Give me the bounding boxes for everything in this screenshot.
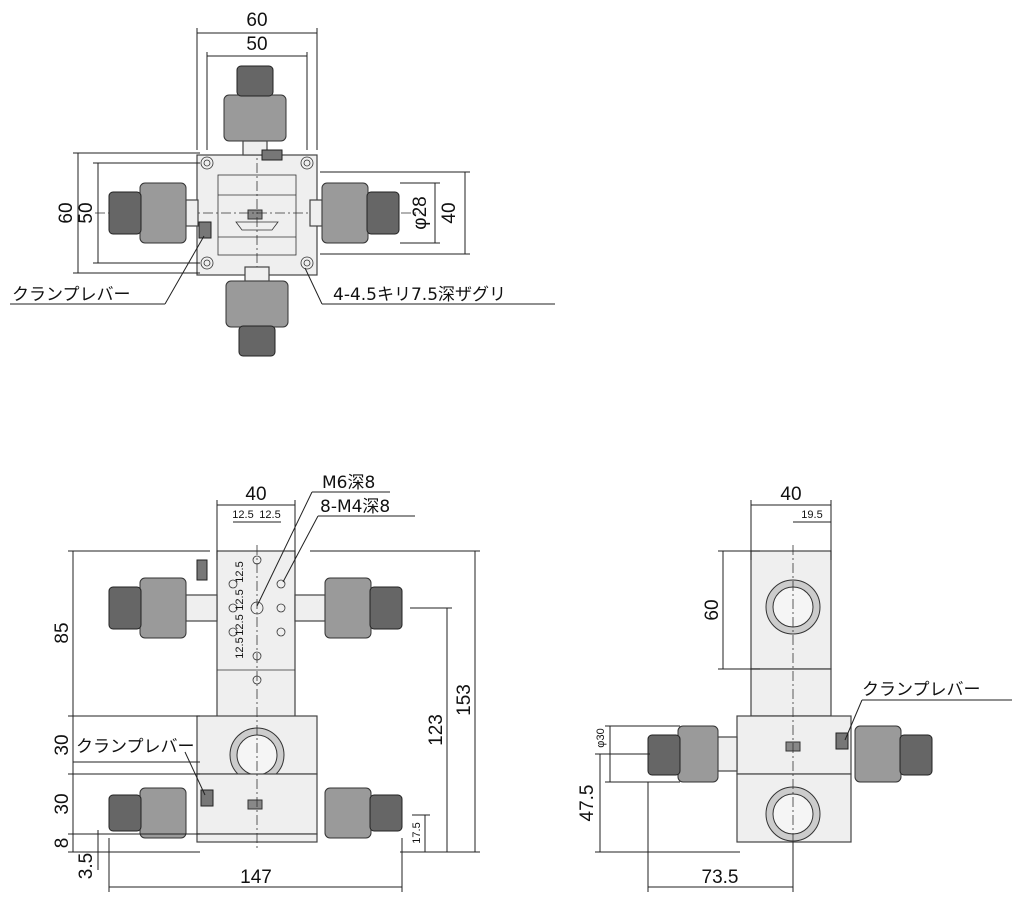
dim-front-40: 40 [245,484,266,505]
dim-8: 8 [52,838,73,849]
dim-3-5: 3.5 [76,853,97,879]
dim-front-12-5-v4: 12.5 [234,637,246,658]
dim-147: 147 [240,867,272,888]
dim-123: 123 [426,714,447,746]
knob-top [223,94,287,142]
dim-front-12-5-b: 12.5 [259,509,280,521]
dim-phi30: φ30 [595,728,607,747]
label-clamp-top: クランプレバー [12,285,131,305]
label-m6: M6深8 [322,473,375,493]
dim-front-12-5-a: 12.5 [232,509,253,521]
label-m4: 8-M4深8 [320,497,390,517]
top-view: 60 50 60 50 φ28 40 クランプレバー 4-4.5キリ7.5深ザグ… [10,10,555,357]
dim-front-12-5-v3: 12.5 [234,614,246,635]
dim-top-40: 40 [439,202,460,223]
dim-knob-phi28: φ28 [410,196,431,229]
dim-30-lower: 30 [52,793,73,814]
knob-bottom [225,280,289,328]
dim-73-5: 73.5 [702,867,739,888]
front-angle-plate [216,550,296,718]
dim-47-5: 47.5 [577,785,598,822]
knob-right [321,182,369,244]
dim-30-upper: 30 [52,734,73,755]
dim-side-60: 60 [702,599,723,620]
dim-side-40: 40 [780,484,801,505]
clamp-lever [198,221,212,239]
dim-19-5: 19.5 [801,509,822,521]
label-holes: 4-4.5キリ7.5深ザグリ [333,285,506,305]
knob-left [139,182,187,244]
dim-top-height-60: 60 [56,202,77,223]
dim-front-12-5-v2: 12.5 [234,589,246,610]
dim-front-12-5-v1: 12.5 [234,561,246,582]
dim-top-width-50: 50 [246,34,267,55]
label-clamp-front: クランプレバー [76,737,195,757]
dim-top-height-50: 50 [76,202,97,223]
front-view: 40 12.5 12.5 12.5 12.5 12.5 12.5 M6深8 8-… [52,473,480,892]
dim-153: 153 [454,684,475,716]
dim-17-5: 17.5 [411,822,423,843]
dim-85: 85 [52,622,73,643]
side-view: 40 19.5 60 クランプレバー φ30 47.5 73.5 [577,484,1012,892]
dim-top-width-60: 60 [246,10,267,31]
label-clamp-side: クランプレバー [862,680,981,700]
